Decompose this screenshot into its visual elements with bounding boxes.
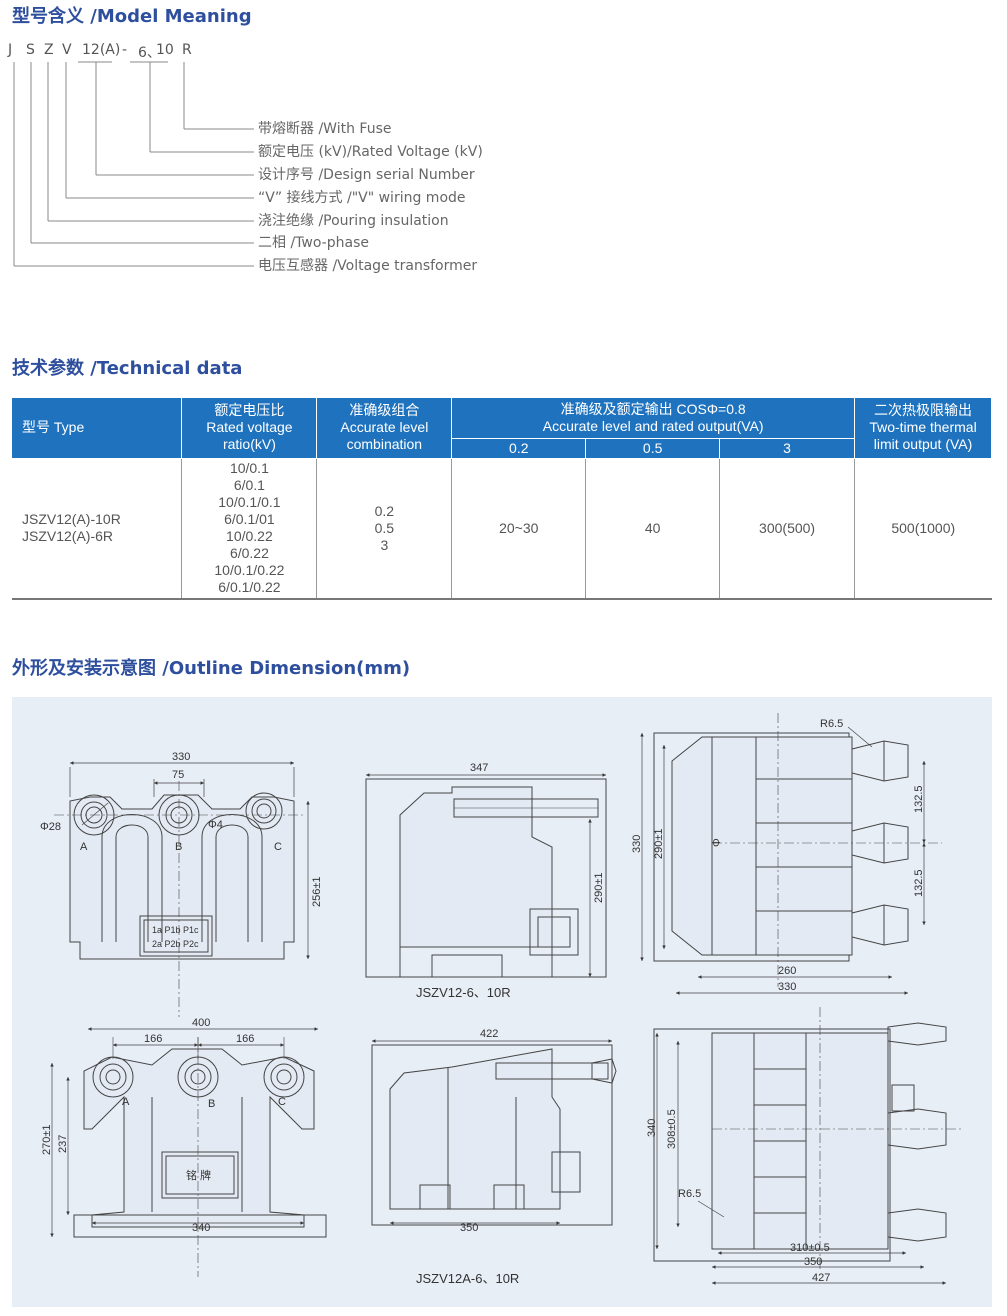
drawing-side-jszv12 [365, 773, 607, 978]
code-part-r: R [182, 42, 192, 58]
dim-d6-width-1: 310±0.5 [790, 1242, 830, 1254]
cell-output-0-2: 20~30 [451, 458, 587, 600]
code-part-10: 10 [156, 42, 174, 58]
code-part-s: S [26, 42, 35, 58]
model-item-design-serial: 设计序号 /Design serial Number [258, 167, 475, 183]
code-part-j: J [8, 42, 13, 58]
dim-d2-height: 290±1 [593, 872, 605, 903]
code-part-v: V [62, 42, 72, 58]
plate-d1-row2: 2a P2b P2c [152, 939, 199, 949]
code-part-z: Z [44, 42, 54, 58]
cell-output-0-5: 40 [585, 458, 721, 600]
dim-d3-pitch-1: 132.5 [913, 785, 925, 813]
label-d1-b: B [175, 841, 182, 853]
drawing-side-jszv12a [371, 1039, 617, 1226]
dim-d4-width-2: 340 [192, 1222, 210, 1234]
dim-d1-hole: Φ28 [40, 821, 61, 833]
technical-data-title: 技术参数 /Technical data [12, 358, 243, 379]
drawing-top-jszv12 [640, 713, 942, 995]
dim-d3-radius: R6.5 [820, 718, 843, 730]
label-d4-b: B [208, 1098, 215, 1110]
dim-d6-width-3: 427 [812, 1272, 830, 1284]
dim-d6-width-2: 350 [804, 1256, 822, 1268]
dim-d4-pitch-2: 166 [236, 1033, 254, 1045]
model-item-voltage-transformer: 电压互感器 /Voltage transformer [258, 258, 478, 274]
label-d1-a: A [80, 841, 88, 853]
dim-d4-height-1: 270±1 [41, 1124, 53, 1155]
dim-d1-pitch: 75 [172, 769, 184, 781]
model-item-fuse: 带熔断器 /With Fuse [258, 121, 392, 137]
model-item-rated-voltage: 额定电压 (kV)/Rated Voltage (kV) [258, 144, 483, 160]
drawing-top-jszv12a [653, 1007, 962, 1285]
dim-d6-height-2: 308±0.5 [666, 1109, 678, 1149]
code-part-series: 12(A) [82, 42, 121, 58]
dim-d3-height-2: 290±1 [653, 828, 665, 859]
dim-d3-pitch-2: 132.5 [913, 869, 925, 897]
header-output-0-5: 0.5 [585, 438, 721, 459]
dim-d3-phi: Φ [711, 838, 723, 847]
dim-d5-width-2: 350 [460, 1222, 478, 1234]
header-type: 型号 Type [12, 398, 183, 459]
dim-d1-height: 256±1 [311, 876, 323, 907]
dim-d4-width: 400 [192, 1017, 210, 1029]
plate-d1-row1: 1a P1b P1c [152, 925, 199, 935]
drawing-front-jszv12a [50, 1027, 327, 1277]
outline-drawing-panel: 330 75 Φ28 Φ4 A B C 256±1 1a P1b P1c 2a … [12, 697, 992, 1307]
dim-d4-pitch-1: 166 [144, 1033, 162, 1045]
cell-thermal: 500(1000) [854, 458, 992, 600]
dim-d1-width: 330 [172, 751, 190, 763]
label-d4-a: A [122, 1096, 130, 1108]
dim-d3-width-1: 260 [778, 965, 796, 977]
drawing-front-jszv12 [54, 761, 310, 1017]
dim-d5-width: 422 [480, 1028, 498, 1040]
caption-jszv12: JSZV12-6、10R [416, 985, 511, 1000]
model-item-v-wiring: “V” 接线方式 /"V" wiring mode [258, 190, 466, 206]
label-d4-c: C [278, 1096, 286, 1108]
caption-jszv12a: JSZV12A-6、10R [416, 1271, 519, 1286]
model-item-pouring: 浇注绝缘 /Pouring insulation [258, 213, 449, 229]
label-d1-c: C [274, 841, 282, 853]
dim-d6-radius: R6.5 [678, 1188, 701, 1200]
dim-d2-width: 347 [470, 762, 488, 774]
plate-d4: 铭 牌 [186, 1168, 211, 1182]
header-output-3: 3 [719, 438, 856, 459]
dim-d6-height: 340 [646, 1119, 658, 1137]
dim-d3-height: 330 [631, 835, 643, 853]
dim-d4-height-2: 237 [57, 1135, 69, 1153]
model-meaning-title: 型号含义 /Model Meaning [12, 6, 252, 27]
cell-output-3: 300(500) [719, 458, 856, 600]
code-part-6: 6、 [138, 45, 161, 61]
model-item-two-phase: 二相 /Two-phase [258, 235, 369, 251]
outline-dimension-title: 外形及安装示意图 /Outline Dimension(mm) [12, 658, 411, 679]
header-output-0-2: 0.2 [451, 438, 587, 459]
dim-d3-width-2: 330 [778, 981, 796, 993]
model-meaning-leader-lines [13, 61, 254, 267]
code-part-dash: - [122, 42, 128, 58]
dim-d1-slot: Φ4 [208, 819, 223, 831]
